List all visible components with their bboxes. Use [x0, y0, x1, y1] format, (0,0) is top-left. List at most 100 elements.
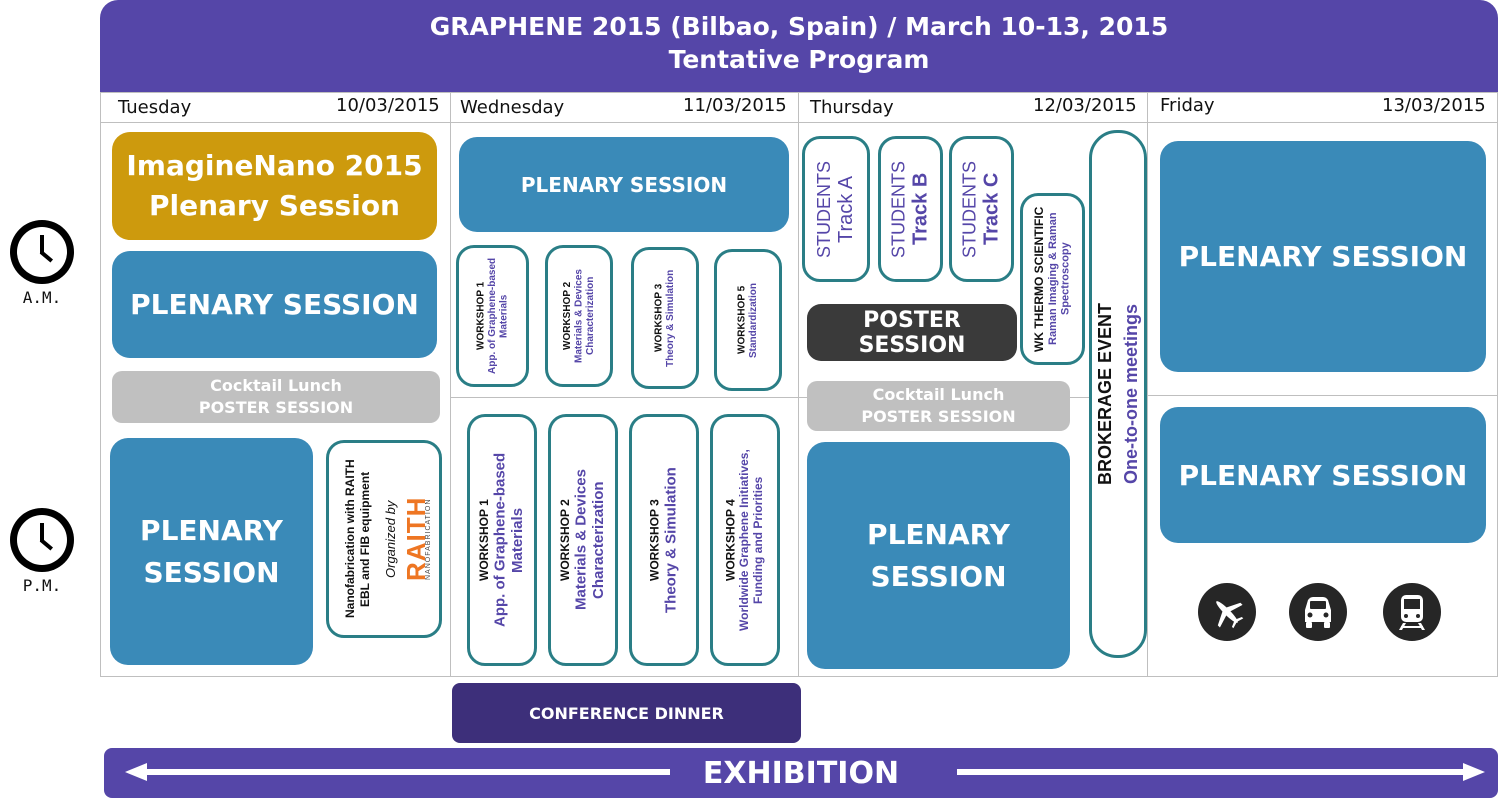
imaginenano-plenary-session[interactable]: ImagineNano 2015 Plenary Session — [112, 132, 437, 240]
day-date-tuesday: 10/03/2015 — [336, 95, 440, 116]
tuesday-pm-plenary-session[interactable]: PLENARY SESSION — [110, 438, 313, 665]
raith-logo-subtitle: NANOFABRICATION — [425, 498, 432, 580]
column-divider — [450, 92, 451, 677]
exhibition-label: EXHIBITION — [702, 755, 900, 791]
workshop-title: WORKSHOP 5 — [736, 285, 748, 355]
day-date-friday: 13/03/2015 — [1382, 95, 1486, 116]
workshop-title: WORKSHOP 2 — [561, 281, 573, 351]
am-clock-icon — [10, 220, 74, 284]
imaginenano-title: ImagineNano 2015 — [126, 149, 423, 182]
train-icon — [1383, 583, 1441, 641]
day-date-thursday: 12/03/2015 — [1033, 95, 1137, 116]
column-divider — [798, 92, 799, 677]
imaginenano-subtitle: Plenary Session — [148, 189, 400, 222]
workshop-topic: Raman Imaging & Raman — [1046, 212, 1059, 346]
students-label: STUDENTS — [814, 160, 835, 258]
workshop-topic: Materials & Devices — [572, 469, 590, 611]
left-arrow-icon — [125, 763, 670, 781]
thursday-cocktail-lunch[interactable]: Cocktail Lunch POSTER SESSION — [807, 381, 1070, 431]
students-track-a[interactable]: STUDENTS Track A — [802, 136, 870, 282]
workshop-topic: App. of Graphene-based — [486, 257, 498, 375]
program-header: GRAPHENE 2015 (Bilbao, Spain) / March 10… — [100, 0, 1498, 92]
organized-by-label: Organized by — [383, 500, 398, 578]
am-label: A.M. — [22, 288, 62, 307]
thursday-pm-plenary-session[interactable]: PLENARY SESSION — [807, 442, 1070, 669]
workshop-title: WORKSHOP 1 — [476, 499, 491, 581]
workshop-topic: Spectroscopy — [1059, 242, 1072, 316]
students-track-c[interactable]: STUDENTS Track C — [949, 136, 1014, 282]
workshop-topic: Theory & Simulation — [665, 269, 676, 367]
wednesday-am-workshop-2[interactable]: WORKSHOP 2 Materials & Devices Character… — [545, 245, 613, 387]
workshop-topic: App. of Graphene-based — [491, 452, 509, 628]
brokerage-event[interactable]: BROKERAGE EVENT One-to-one meetings — [1089, 130, 1147, 658]
day-header-divider — [100, 122, 1498, 123]
column-divider — [1147, 92, 1148, 677]
wednesday-pm-workshop-4[interactable]: WORKSHOP 4 Worldwide Graphene Initiative… — [710, 414, 780, 666]
workshop-topic: Materials — [498, 294, 510, 338]
students-label: STUDENTS — [959, 160, 980, 258]
workshop-title: WORKSHOP 3 — [647, 499, 662, 581]
am-pm-divider — [450, 397, 798, 398]
am-pm-divider — [1147, 395, 1498, 396]
wk-thermo-scientific-workshop[interactable]: WK THERMO SCIENTIFIC Raman Imaging & Ram… — [1020, 193, 1085, 365]
wednesday-pm-workshop-2[interactable]: WORKSHOP 2 Materials & Devices Character… — [548, 414, 618, 666]
students-track-b[interactable]: STUDENTS Track B — [878, 136, 943, 282]
session-label: PLENARY — [140, 513, 283, 547]
workshop-topic: Theory & Simulation — [662, 467, 680, 613]
session-label: PLENARY SESSION — [1178, 240, 1468, 273]
day-name-tuesday: Tuesday — [118, 97, 192, 118]
workshop-topic: Materials — [508, 507, 526, 573]
poster-session-label: POSTER SESSION — [861, 407, 1016, 426]
workshop-topic: Standardization — [748, 282, 759, 358]
session-label: PLENARY SESSION — [130, 288, 419, 321]
wednesday-am-workshop-1[interactable]: WORKSHOP 1 App. of Graphene-based Materi… — [456, 245, 529, 387]
session-label: PLENARY SESSION — [1178, 458, 1468, 492]
tuesday-am-plenary-session[interactable]: PLENARY SESSION — [112, 251, 437, 358]
tuesday-cocktail-lunch[interactable]: Cocktail Lunch POSTER SESSION — [112, 371, 440, 423]
wednesday-am-plenary-session[interactable]: PLENARY SESSION — [459, 137, 789, 232]
day-date-wednesday: 11/03/2015 — [683, 95, 787, 116]
airplane-icon — [1198, 583, 1256, 641]
pm-label: P.M. — [22, 576, 62, 595]
track-label: Track B — [909, 172, 932, 246]
car-icon — [1289, 583, 1347, 641]
day-name-thursday: Thursday — [810, 97, 894, 118]
dinner-label: CONFERENCE DINNER — [529, 703, 724, 723]
workshop-topic: Funding and Priorities — [750, 476, 765, 604]
raith-line1: Nanofabrication with RAITH — [343, 459, 357, 619]
thursday-poster-session[interactable]: POSTER SESSION — [807, 304, 1017, 361]
poster-session-label: POSTER SESSION — [198, 398, 354, 417]
program-subtitle: Tentative Program — [668, 45, 930, 74]
brokerage-subtitle: One-to-one meetings — [1121, 304, 1141, 485]
friday-pm-plenary-session[interactable]: PLENARY SESSION — [1160, 407, 1486, 543]
wednesday-pm-workshop-3[interactable]: WORKSHOP 3 Theory & Simulation — [629, 414, 699, 666]
day-name-friday: Friday — [1160, 95, 1215, 116]
workshop-title: WORKSHOP 1 — [475, 281, 487, 351]
track-label: Track A — [834, 175, 857, 243]
wednesday-am-workshop-3[interactable]: WORKSHOP 3 Theory & Simulation — [631, 247, 699, 389]
wednesday-am-workshop-5[interactable]: WORKSHOP 5 Standardization — [714, 249, 782, 391]
workshop-topic: Materials & Devices — [573, 269, 585, 363]
pm-clock-icon — [10, 508, 74, 572]
students-label: STUDENTS — [888, 160, 909, 258]
raith-nanofabrication-workshop[interactable]: Nanofabrication with RAITH EBL and FIB e… — [326, 440, 442, 638]
brokerage-title: BROKERAGE EVENT — [1095, 302, 1115, 486]
wednesday-pm-workshop-1[interactable]: WORKSHOP 1 App. of Graphene-based Materi… — [467, 414, 537, 666]
workshop-title: WK THERMO SCIENTIFIC — [1031, 206, 1046, 352]
session-label: PLENARY — [867, 517, 1010, 551]
workshop-title: WORKSHOP 4 — [723, 499, 738, 581]
conference-dinner[interactable]: CONFERENCE DINNER — [452, 683, 801, 743]
workshop-topic: Worldwide Graphene Initiatives, — [737, 449, 752, 631]
session-label: SESSION — [143, 555, 280, 589]
track-label: Track C — [980, 172, 1003, 246]
raith-line2: EBL and FIB equipment — [358, 471, 372, 607]
session-label: PLENARY SESSION — [520, 172, 728, 197]
session-label: SESSION — [870, 559, 1007, 593]
friday-am-plenary-session[interactable]: PLENARY SESSION — [1160, 141, 1486, 372]
schedule-grid — [100, 92, 1498, 677]
day-name-wednesday: Wednesday — [460, 97, 565, 118]
workshop-title: WORKSHOP 2 — [557, 499, 572, 581]
program-title: GRAPHENE 2015 (Bilbao, Spain) / March 10… — [429, 12, 1169, 41]
workshop-title: WORKSHOP 3 — [653, 283, 665, 353]
cocktail-lunch-label: Cocktail Lunch — [872, 385, 1005, 404]
